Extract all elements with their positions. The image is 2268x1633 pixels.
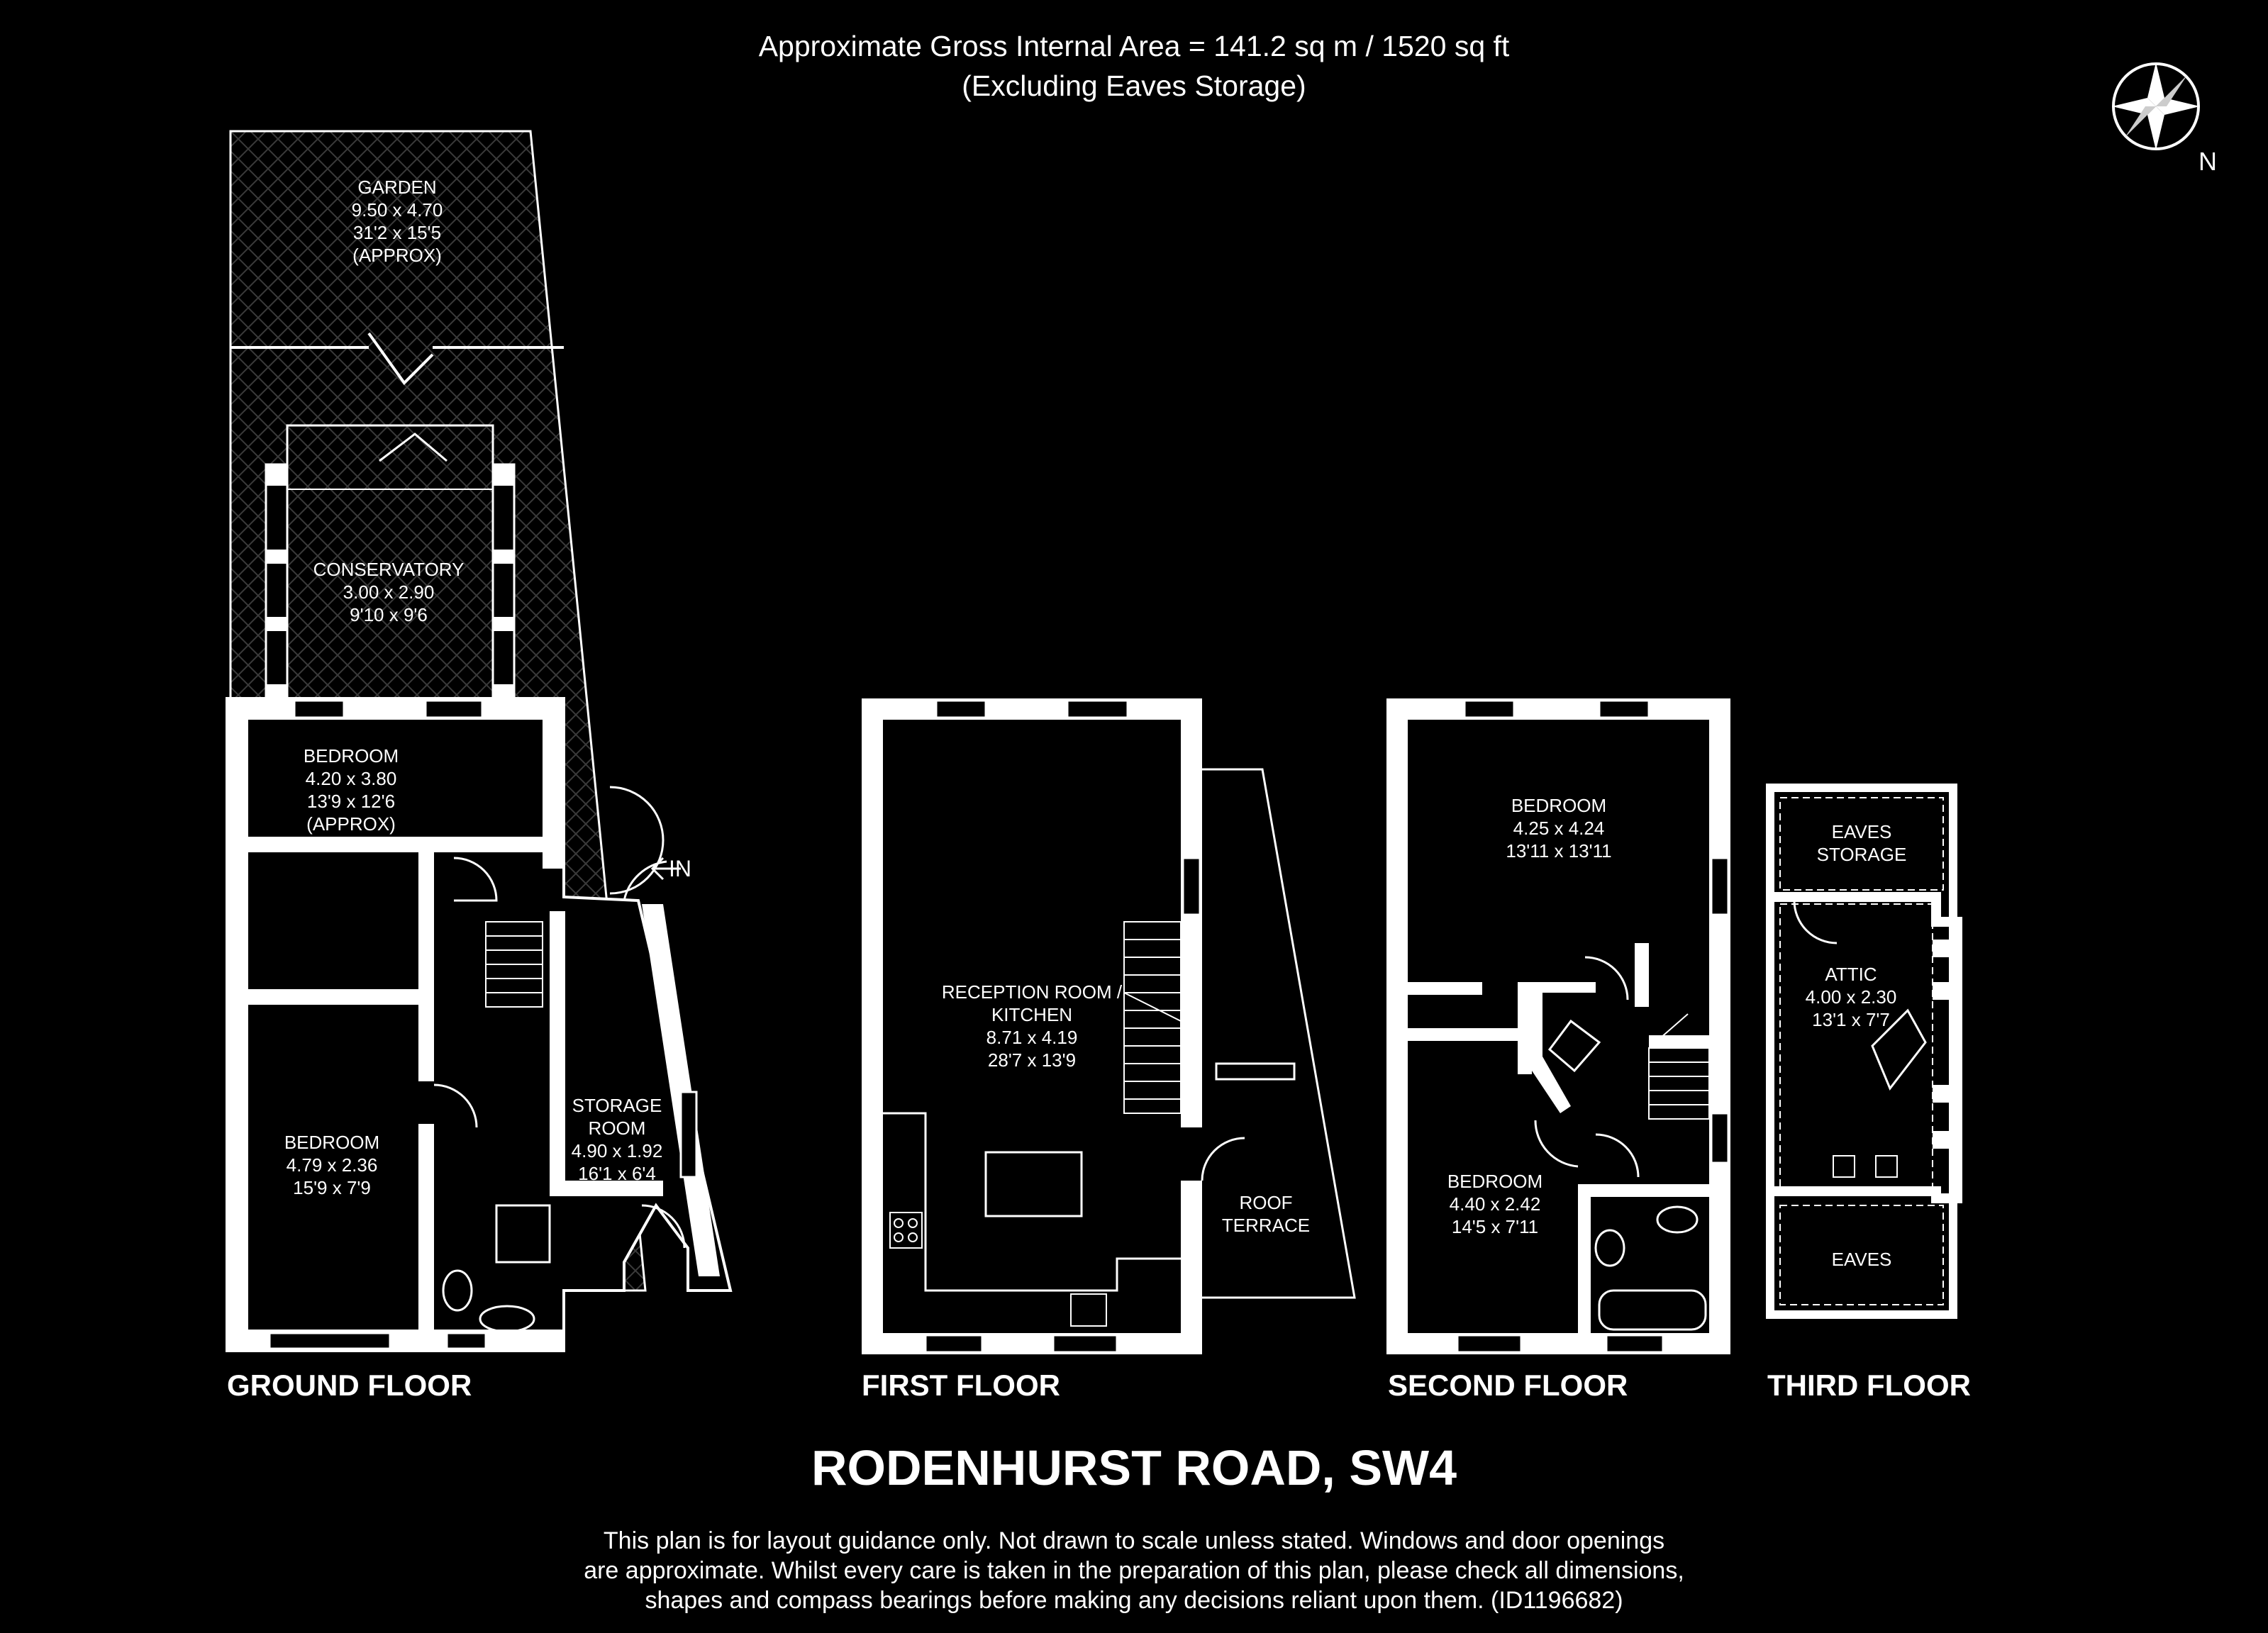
reception-label-1: RECEPTION ROOM / <box>942 981 1123 1003</box>
garden-dim-metric: 9.50 x 4.70 <box>352 199 443 221</box>
compass-icon <box>2112 62 2200 150</box>
ground-bedroom2-dim-imperial: 15'9 x 7'9 <box>293 1177 371 1198</box>
first-floor-plan <box>862 698 1356 1354</box>
storage-room-dim-imperial: 16'1 x 6'4 <box>578 1163 656 1184</box>
third-floor-label: THIRD FLOOR <box>1767 1369 1971 1402</box>
third-floor-plan <box>1766 784 1962 1319</box>
garden-approx: (APPROX) <box>352 245 442 266</box>
second-floor-label: SECOND FLOOR <box>1388 1369 1628 1402</box>
storage-room-label-2: ROOM <box>589 1118 646 1139</box>
second-bedroom2-dim-metric: 4.40 x 2.42 <box>1450 1193 1541 1215</box>
eaves-storage-label-2: STORAGE <box>1817 844 1907 865</box>
disclaimer: This plan is for layout guidance only. N… <box>0 1526 2268 1615</box>
eaves-label: EAVES <box>1832 1249 1892 1270</box>
street-title: RODENHURST ROAD, SW4 <box>811 1440 1457 1495</box>
ground-bedroom2-label: BEDROOM <box>284 1132 379 1153</box>
storage-room-label-1: STORAGE <box>572 1095 662 1116</box>
eaves-storage-label-1: EAVES <box>1832 821 1892 842</box>
second-bedroom1-label: BEDROOM <box>1511 795 1606 816</box>
second-bedroom2-label: BEDROOM <box>1447 1171 1542 1192</box>
garden-label: GARDEN <box>357 177 436 198</box>
garden-dim-imperial: 31'2 x 15'5 <box>353 222 441 243</box>
disclaimer-line-1: This plan is for layout guidance only. N… <box>603 1527 1665 1554</box>
storage-room-dim-metric: 4.90 x 1.92 <box>572 1140 663 1161</box>
entrance-in-label: IN <box>669 856 691 881</box>
ground-floor-plan <box>226 130 733 1352</box>
conservatory-label: CONSERVATORY <box>313 559 465 580</box>
ground-floor-label: GROUND FLOOR <box>227 1369 472 1402</box>
roof-terrace-label-2: TERRACE <box>1222 1215 1310 1236</box>
disclaimer-line-2: are approximate. Whilst every care is ta… <box>584 1557 1684 1584</box>
compass-north-label: N <box>2198 147 2217 176</box>
ground-bedroom1-dim-metric: 4.20 x 3.80 <box>306 768 397 789</box>
attic-dim-imperial: 13'1 x 7'7 <box>1812 1009 1890 1030</box>
first-floor-label: FIRST FLOOR <box>862 1369 1060 1402</box>
reception-dim-imperial: 28'7 x 13'9 <box>988 1049 1076 1071</box>
ground-bedroom2-dim-metric: 4.79 x 2.36 <box>287 1154 378 1176</box>
roof-terrace-label-1: ROOF <box>1239 1192 1292 1213</box>
second-floor-plan <box>1386 698 1730 1354</box>
ground-bedroom1-dim-imperial: 13'9 x 12'6 <box>307 791 395 812</box>
second-bedroom1-dim-metric: 4.25 x 4.24 <box>1513 818 1605 839</box>
second-bedroom1-dim-imperial: 13'11 x 13'11 <box>1506 840 1611 862</box>
attic-dim-metric: 4.00 x 2.30 <box>1806 986 1897 1008</box>
ground-bedroom1-label: BEDROOM <box>304 745 399 767</box>
conservatory-dim-imperial: 9'10 x 9'6 <box>350 604 428 625</box>
second-bedroom2-dim-imperial: 14'5 x 7'11 <box>1452 1216 1538 1237</box>
disclaimer-line-3: shapes and compass bearings before makin… <box>645 1587 1623 1614</box>
attic-label: ATTIC <box>1825 964 1877 985</box>
conservatory-dim-metric: 3.00 x 2.90 <box>343 581 435 603</box>
ground-bedroom1-approx: (APPROX) <box>306 813 396 835</box>
gross-area-text: Approximate Gross Internal Area = 141.2 … <box>758 30 1510 62</box>
reception-dim-metric: 8.71 x 4.19 <box>986 1027 1078 1048</box>
reception-label-2: KITCHEN <box>991 1004 1072 1025</box>
excluding-eaves-text: (Excluding Eaves Storage) <box>962 69 1306 102</box>
